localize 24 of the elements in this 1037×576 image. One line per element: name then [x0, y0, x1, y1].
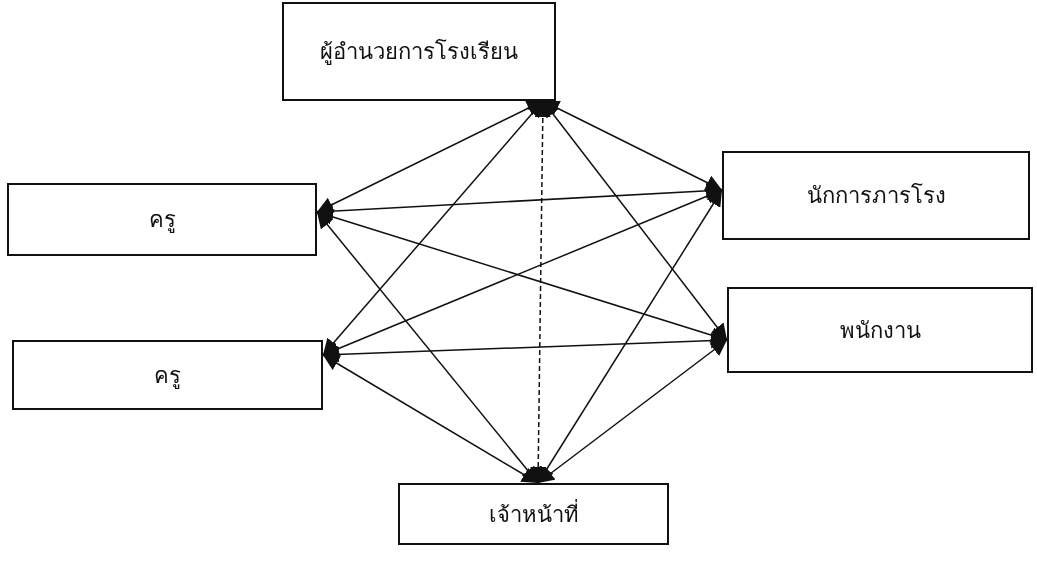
role-box: [722, 151, 1030, 240]
role-box: [727, 287, 1033, 373]
arrow: [316, 209, 728, 343]
arrow: [537, 339, 728, 484]
role-box: [12, 340, 323, 410]
arrow: [542, 100, 723, 191]
role-box: [398, 483, 669, 545]
role-label: ผู้อำนวยการโรงเรียน: [320, 38, 518, 67]
role-label: ครู: [154, 361, 181, 391]
arrow: [322, 100, 544, 356]
role-label: พนักงาน: [839, 316, 921, 345]
role-box: [282, 2, 556, 101]
arrow: [542, 100, 728, 341]
arrow: [322, 354, 539, 484]
arrow: [316, 211, 539, 484]
arrow: [537, 189, 723, 484]
arrow: [530, 100, 551, 484]
role-box: [7, 183, 317, 256]
arrow: [322, 188, 723, 357]
role-label: นักการภารโรง: [806, 182, 946, 210]
arrow: [316, 100, 544, 213]
arrow: [322, 332, 728, 363]
role-label: เจ้าหน้าที่: [488, 498, 579, 529]
role-label: ครู: [148, 206, 176, 235]
